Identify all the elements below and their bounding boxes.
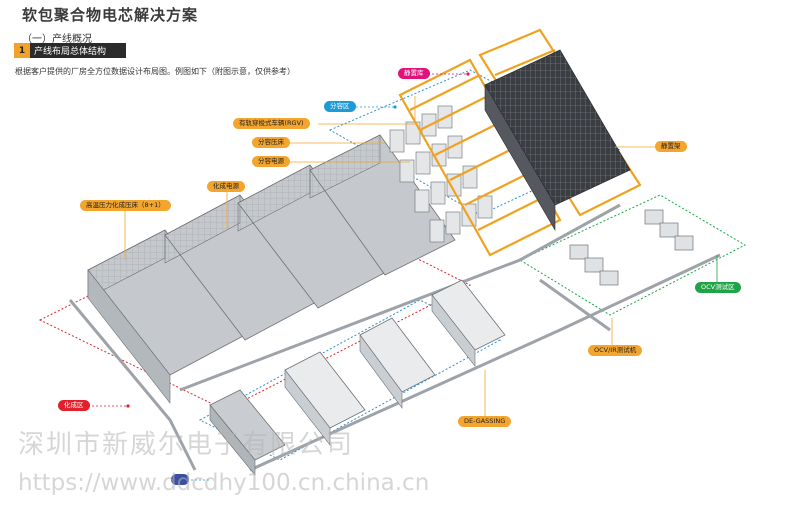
degassing-booth-3 — [359, 317, 436, 409]
ocv-testers — [569, 209, 694, 286]
label-grading-power: 分容电源 — [252, 156, 290, 167]
formation-chamber-4 — [309, 134, 456, 276]
label-blue-tag — [171, 474, 189, 485]
subheading-label: 产线布局总体结构 — [34, 47, 107, 57]
label-standing-rack: 静置架 — [655, 141, 687, 152]
subheading-number: 1 — [14, 43, 30, 58]
label-ocv-test-area: OCV测试区 — [695, 282, 741, 293]
section-heading: （一）产线概况 — [22, 34, 92, 45]
label-degassing: DE-GASSING — [458, 416, 512, 427]
label-formation-power: 化成电源 — [207, 181, 245, 192]
subheading-bar: 1 产线布局总体结构 — [14, 43, 126, 58]
leader-lines — [84, 72, 718, 481]
formation-chambers — [87, 134, 456, 404]
conveyor-lines — [68, 203, 721, 472]
standing-rack — [484, 49, 631, 232]
ocv-zone-outline — [518, 194, 747, 316]
conveyor-ocv — [539, 278, 611, 332]
intro-text: 根据客户提供的厂房全方位数据设计布局图。例图如下（附图示意，仅供参考） — [15, 67, 295, 76]
label-hi-temp-formation-press: 高温压力化成压床（8+1） — [80, 200, 171, 211]
formation-chamber-1 — [87, 229, 246, 404]
page-title: 软包聚合物电芯解决方案 — [22, 6, 199, 24]
label-grading-area: 分容区 — [324, 101, 356, 112]
grading-zone-outline — [328, 69, 622, 216]
grading-cabinets — [389, 105, 493, 243]
label-grading-press: 分容压床 — [252, 137, 290, 148]
conveyor-front — [249, 253, 721, 472]
watermark-company: 深圳市新威尔电子有限公司 — [18, 430, 355, 460]
label-standing-warehouse: 静置库 — [398, 68, 430, 79]
degassing-booths — [209, 279, 506, 476]
conveyor-left — [68, 299, 197, 471]
label-ocv-ir-tester: OCV/IR测试机 — [588, 345, 643, 356]
watermark-url: https://www.ddcdhy100.cn.china.cn — [18, 470, 430, 496]
label-formation-area: 化成区 — [58, 400, 90, 411]
degassing-booth-4 — [431, 279, 506, 367]
conveyor-main — [179, 203, 621, 392]
degassing-booth-2 — [284, 351, 366, 446]
label-rgv: 有轨穿梭式车辆(RGV) — [233, 118, 310, 129]
degassing-booth-1 — [209, 389, 286, 476]
